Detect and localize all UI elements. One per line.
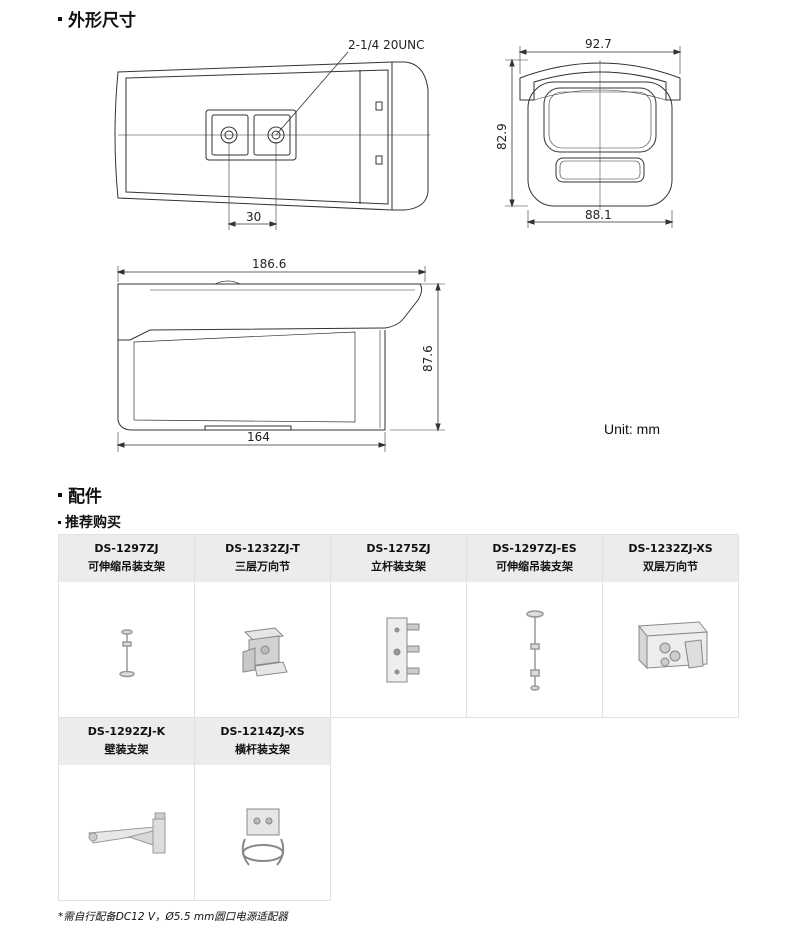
recommended-subtitle: 推荐购买 (58, 512, 121, 532)
accessories-section-title: 配件 (58, 482, 102, 507)
accessory-image (467, 582, 602, 717)
accessory-card[interactable]: DS-1292ZJ-K 壁装支架 (58, 717, 195, 901)
accessory-name: 可伸缩吊装支架 (496, 560, 573, 573)
accessory-model: DS-1297ZJ-ES (492, 542, 577, 555)
pole-mount-bracket-icon (386, 617, 420, 683)
accessory-model: DS-1297ZJ (94, 542, 159, 555)
accessory-image (195, 765, 330, 900)
accessory-name: 双层万向节 (643, 560, 698, 573)
telescopic-pendant-bracket-icon (526, 610, 544, 691)
accessory-model: DS-1292ZJ-K (87, 725, 166, 738)
accessory-name: 可伸缩吊装支架 (88, 560, 165, 573)
wall-mount-bracket-icon (88, 812, 166, 854)
accessory-image (59, 765, 194, 900)
dim-92-7-label: 92.7 (585, 37, 612, 51)
accessory-header: DS-1275ZJ 立杆装支架 (331, 535, 466, 582)
dim-30-label: 30 (246, 210, 261, 224)
three-layer-universal-joint-icon (242, 627, 288, 677)
power-adapter-note: *需自行配备DC12 V，Ø5.5 mm圆口电源适配器 (58, 911, 288, 923)
recommended-title-text: 推荐购买 (65, 515, 121, 531)
accessory-header: DS-1297ZJ-ES 可伸缩吊装支架 (467, 535, 602, 582)
accessory-image (331, 582, 466, 717)
accessories-row: DS-1292ZJ-K 壁装支架 DS-1214ZJ-XS 横杆装 (58, 717, 743, 901)
accessory-card[interactable]: DS-1297ZJ 可伸缩吊装支架 (58, 534, 195, 718)
dimensions-section-title: 外形尺寸 (58, 6, 136, 31)
dim-82-9-label: 82.9 (495, 123, 509, 150)
accessory-card[interactable]: DS-1214ZJ-XS 横杆装支架 (194, 717, 331, 901)
accessory-header: DS-1232ZJ-T 三层万向节 (195, 535, 330, 582)
accessory-header: DS-1292ZJ-K 壁装支架 (59, 718, 194, 765)
accessory-header: DS-1297ZJ 可伸缩吊装支架 (59, 535, 194, 582)
accessory-model: DS-1232ZJ-XS (628, 542, 713, 555)
accessory-model: DS-1232ZJ-T (225, 542, 300, 555)
accessory-card[interactable]: DS-1232ZJ-XS 双层万向节 (602, 534, 739, 718)
dim-164-label: 164 (247, 430, 270, 444)
accessory-image (59, 582, 194, 717)
accessory-name: 三层万向节 (235, 560, 290, 573)
horizontal-pole-bracket-icon (241, 808, 285, 866)
unit-label: Unit: mm (604, 421, 660, 437)
dim-87-6-label: 87.6 (421, 345, 435, 372)
accessory-model: DS-1214ZJ-XS (220, 725, 305, 738)
accessory-name: 立杆装支架 (371, 560, 426, 573)
bullet-icon (58, 520, 61, 524)
accessories-title-text: 配件 (68, 487, 102, 507)
dim-88-1-label: 88.1 (585, 208, 612, 222)
accessory-image (603, 582, 738, 717)
bullet-icon (58, 492, 62, 497)
accessory-model: DS-1275ZJ (366, 542, 431, 555)
accessory-card[interactable]: DS-1275ZJ 立杆装支架 (330, 534, 467, 718)
accessories-row: DS-1297ZJ 可伸缩吊装支架 DS-1232ZJ-T 三层万向节 (58, 534, 743, 718)
accessory-header: DS-1214ZJ-XS 横杆装支架 (195, 718, 330, 765)
accessory-name: 横杆装支架 (235, 743, 290, 756)
telescopic-pendant-bracket-icon (119, 629, 135, 678)
accessory-header: DS-1232ZJ-XS 双层万向节 (603, 535, 738, 582)
double-layer-universal-joint-icon (638, 621, 708, 670)
dimensions-title-text: 外形尺寸 (68, 11, 136, 31)
dim-186-6-label: 186.6 (252, 257, 286, 271)
accessory-card[interactable]: DS-1297ZJ-ES 可伸缩吊装支架 (466, 534, 603, 718)
accessory-name: 壁装支架 (104, 743, 149, 756)
thread-label: 2-1/4 20UNC (348, 38, 425, 52)
accessory-card[interactable]: DS-1232ZJ-T 三层万向节 (194, 534, 331, 718)
accessories-grid: DS-1297ZJ 可伸缩吊装支架 DS-1232ZJ-T 三层万向节 (58, 534, 743, 901)
accessory-image (195, 582, 330, 717)
bullet-icon (58, 16, 62, 21)
